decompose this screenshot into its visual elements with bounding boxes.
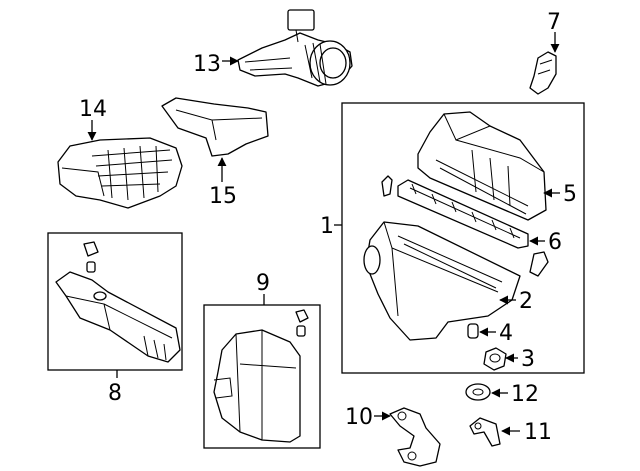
callout-3: 3 [521,347,535,372]
part-8-duct [55,241,181,363]
callout-9: 9 [256,271,270,296]
part-14-cover [57,137,183,209]
part-5-upper-case [417,111,547,221]
part-6-filter-element [397,179,529,249]
assembly-box-9 [203,304,321,449]
small-hose [529,251,549,277]
part-9-bracket-box [213,309,309,443]
part-12-washer [465,383,491,401]
clip [381,175,393,197]
part-4-grommet [467,323,479,339]
callout-7: 7 [547,10,561,35]
callout-8: 8 [108,381,122,406]
callout-1: 1 [320,214,334,239]
part-7-sensor [529,51,557,95]
part-13-intake-hose [237,9,353,87]
part-10-bracket [389,407,441,467]
assembly-box-8 [47,232,183,371]
assembly-box-1 [341,102,585,374]
callout-5: 5 [563,182,577,207]
callout-10: 10 [345,405,373,430]
callout-2: 2 [519,289,533,314]
leaders [87,32,560,436]
part-11-bracket [469,417,501,447]
callout-6: 6 [548,230,562,255]
callout-4: 4 [499,321,513,346]
part-3-nut [483,347,507,371]
callout-15: 15 [209,184,237,209]
part-15-duct [161,97,269,157]
callout-12: 12 [511,382,539,407]
part-2-lower-case [363,221,521,341]
callout-14: 14 [79,97,107,122]
callout-13: 13 [193,52,221,77]
callout-11: 11 [524,420,552,445]
